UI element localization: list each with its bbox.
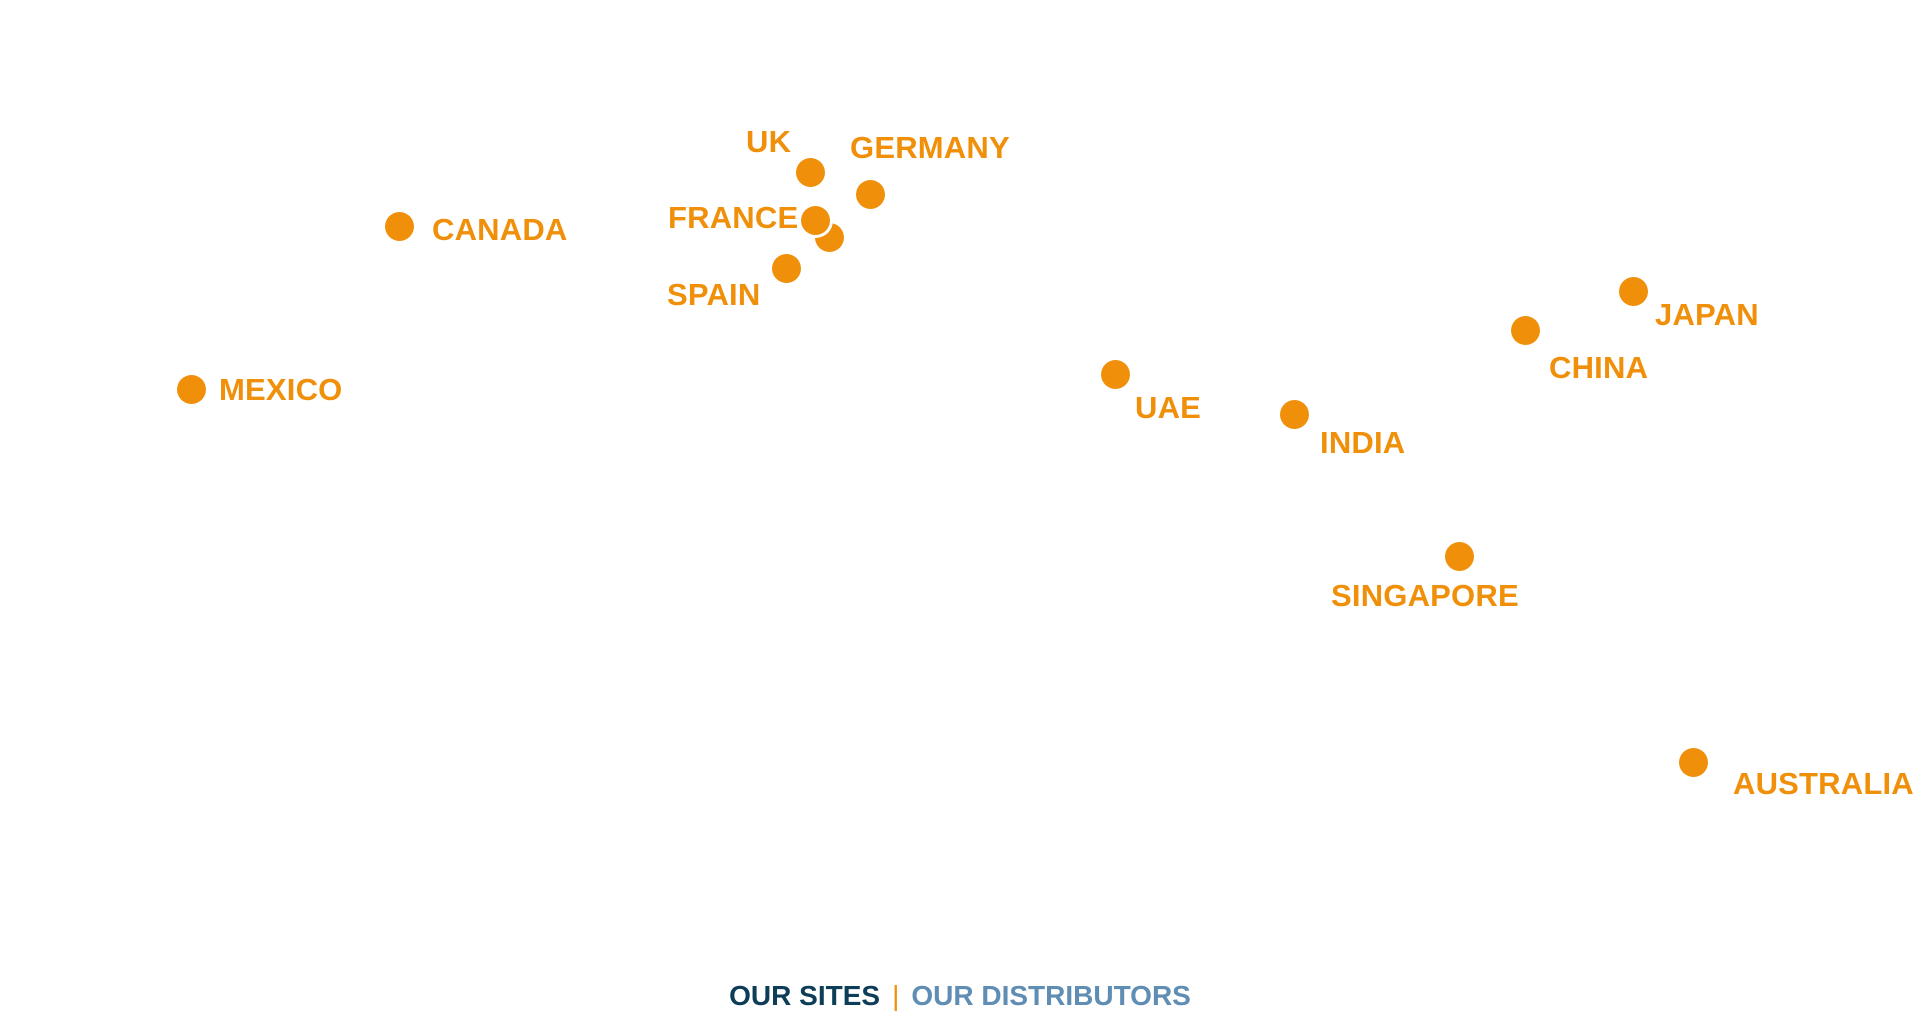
marker-uk[interactable]	[795, 157, 825, 187]
legend-separator: |	[892, 980, 900, 1011]
legend-our-distributors[interactable]: OUR DISTRIBUTORS	[911, 980, 1191, 1011]
label-uk[interactable]: UK	[746, 124, 792, 159]
label-singapore[interactable]: SINGAPORE	[1331, 578, 1519, 613]
label-japan[interactable]: JAPAN	[1655, 297, 1759, 332]
world-sites-map: UK GERMANY FRANCE SPAIN CANADA MEXICO UA…	[176, 124, 1914, 801]
label-spain[interactable]: SPAIN	[667, 277, 761, 312]
marker-uae[interactable]	[1100, 359, 1130, 389]
marker-spain[interactable]	[771, 253, 801, 283]
label-uae[interactable]: UAE	[1135, 390, 1202, 425]
label-germany[interactable]: GERMANY	[850, 130, 1010, 165]
marker-india[interactable]	[1279, 399, 1309, 429]
marker-japan[interactable]	[1618, 276, 1648, 306]
marker-germany[interactable]	[855, 179, 885, 209]
legend-our-sites[interactable]: OUR SITES	[729, 980, 881, 1011]
label-china[interactable]: CHINA	[1549, 350, 1649, 385]
marker-australia[interactable]	[1678, 747, 1708, 777]
marker-france[interactable]	[800, 205, 830, 235]
marker-canada[interactable]	[384, 211, 414, 241]
label-australia[interactable]: AUSTRALIA	[1733, 766, 1914, 801]
marker-singapore[interactable]	[1444, 541, 1474, 571]
label-india[interactable]: INDIA	[1320, 425, 1406, 460]
label-mexico[interactable]: MEXICO	[219, 372, 343, 407]
label-france[interactable]: FRANCE	[668, 200, 799, 235]
marker-china[interactable]	[1510, 315, 1540, 345]
label-canada[interactable]: CANADA	[432, 212, 568, 247]
marker-mexico[interactable]	[176, 374, 206, 404]
map-legend: OUR SITES | OUR DISTRIBUTORS	[0, 982, 1920, 1010]
